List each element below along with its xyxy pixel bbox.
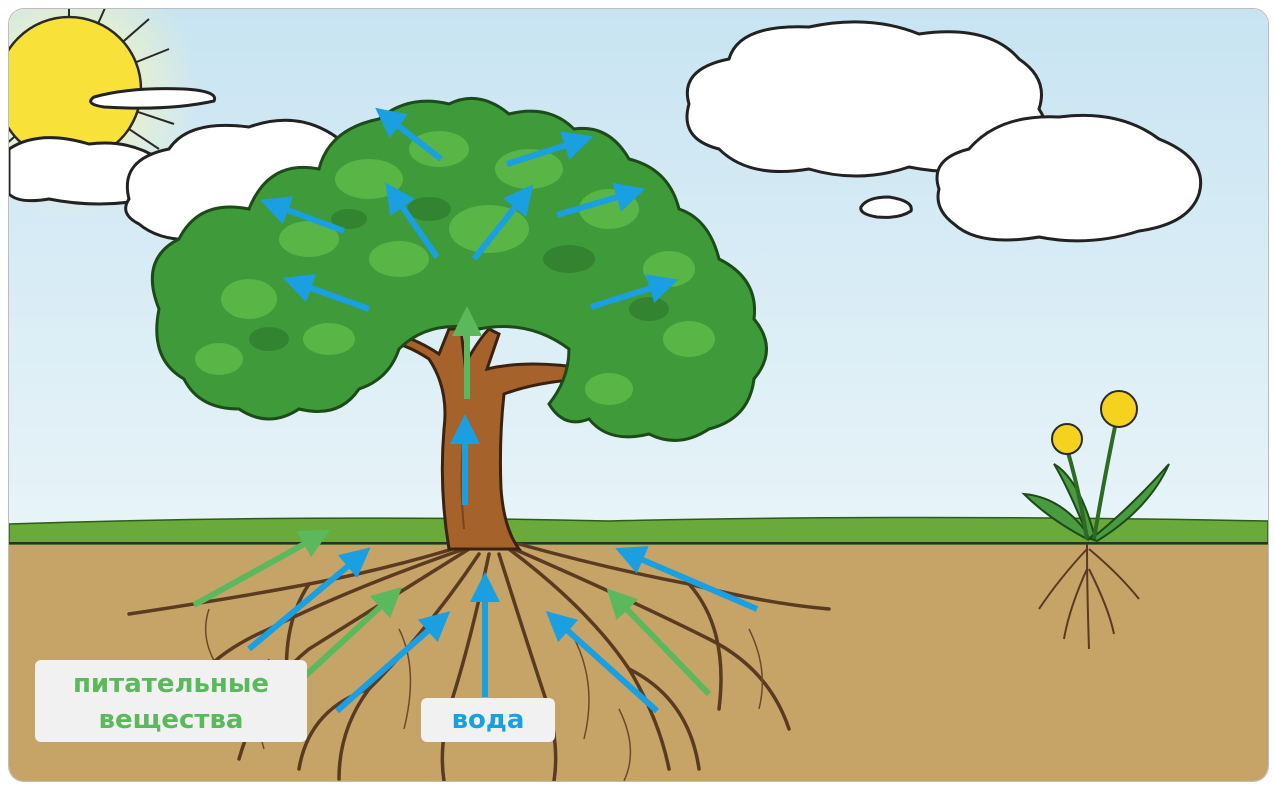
cloud-icon <box>685 20 1203 243</box>
water-label: вода <box>421 698 555 742</box>
arrow-icon <box>590 274 679 310</box>
nutrient-arrows-roots <box>192 529 712 697</box>
arrow-icon <box>385 182 440 259</box>
arrow-icon <box>247 547 371 652</box>
arrow-icon <box>506 131 594 167</box>
arrow-icon <box>259 196 346 234</box>
arrow-icon <box>471 184 534 261</box>
arrow-icon <box>606 588 712 697</box>
arrow-icon <box>545 610 660 714</box>
arrow-icon <box>282 273 371 312</box>
arrow-icon <box>615 546 759 612</box>
nutrients-label-line2: вещества <box>98 705 244 735</box>
arrow-icon <box>301 586 403 680</box>
nutrients-label-line1: питательные <box>72 669 270 699</box>
water-arrows-roots <box>247 546 759 714</box>
arrow-icon <box>335 611 451 714</box>
arrow-icon <box>556 182 646 218</box>
diagram-scene: питательные вещества вода <box>8 8 1269 782</box>
water-arrows-crown <box>259 107 679 312</box>
arrow-icon <box>192 529 331 608</box>
water-label-text: вода <box>451 705 525 735</box>
nutrients-label: питательные вещества <box>35 660 307 742</box>
arrow-icon <box>375 107 443 162</box>
dandelion-icon <box>1021 390 1170 650</box>
